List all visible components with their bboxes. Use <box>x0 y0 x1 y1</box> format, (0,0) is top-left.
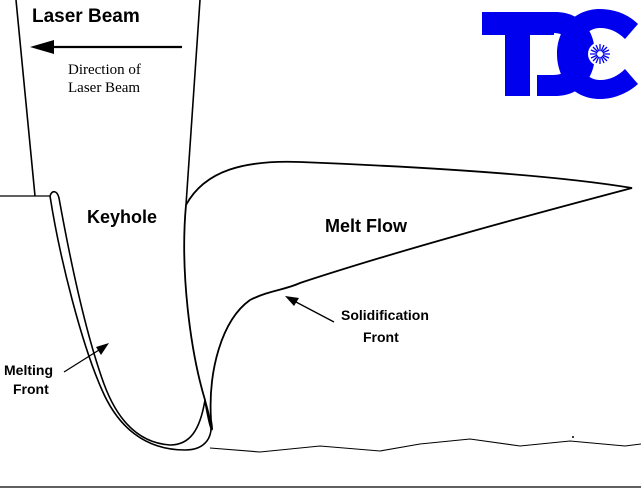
logo-c <box>557 9 638 99</box>
speck <box>572 436 574 438</box>
solidification-front-label-line-1: Solidification <box>341 307 429 323</box>
direction-label-line-2: Laser Beam <box>68 80 140 96</box>
logo-t-stem <box>505 12 530 96</box>
melting-front-label-line-1: Melting <box>4 362 53 378</box>
melting-pointer-arrow <box>63 343 109 373</box>
laser-beam-right-edge <box>185 0 201 206</box>
solidification-pointer-arrow <box>285 296 335 323</box>
keyhole-label: Keyhole <box>87 207 157 227</box>
direction-label-line-1: Direction of <box>68 62 141 78</box>
logo-sun-center <box>597 51 603 57</box>
melting-front-label-line-2: Front <box>13 381 49 397</box>
melt-flow-label: Melt Flow <box>325 216 408 236</box>
laser-beam-left-edge <box>15 0 36 197</box>
tdc-logo <box>482 9 638 99</box>
melting-front-layer <box>49 190 212 451</box>
laser-beam-title: Laser Beam <box>32 6 140 27</box>
melt-pool-outline <box>183 160 633 431</box>
solidification-front-label-line-2: Front <box>363 329 399 345</box>
direction-arrow <box>30 40 182 54</box>
fusion-boundary-line <box>209 438 641 453</box>
